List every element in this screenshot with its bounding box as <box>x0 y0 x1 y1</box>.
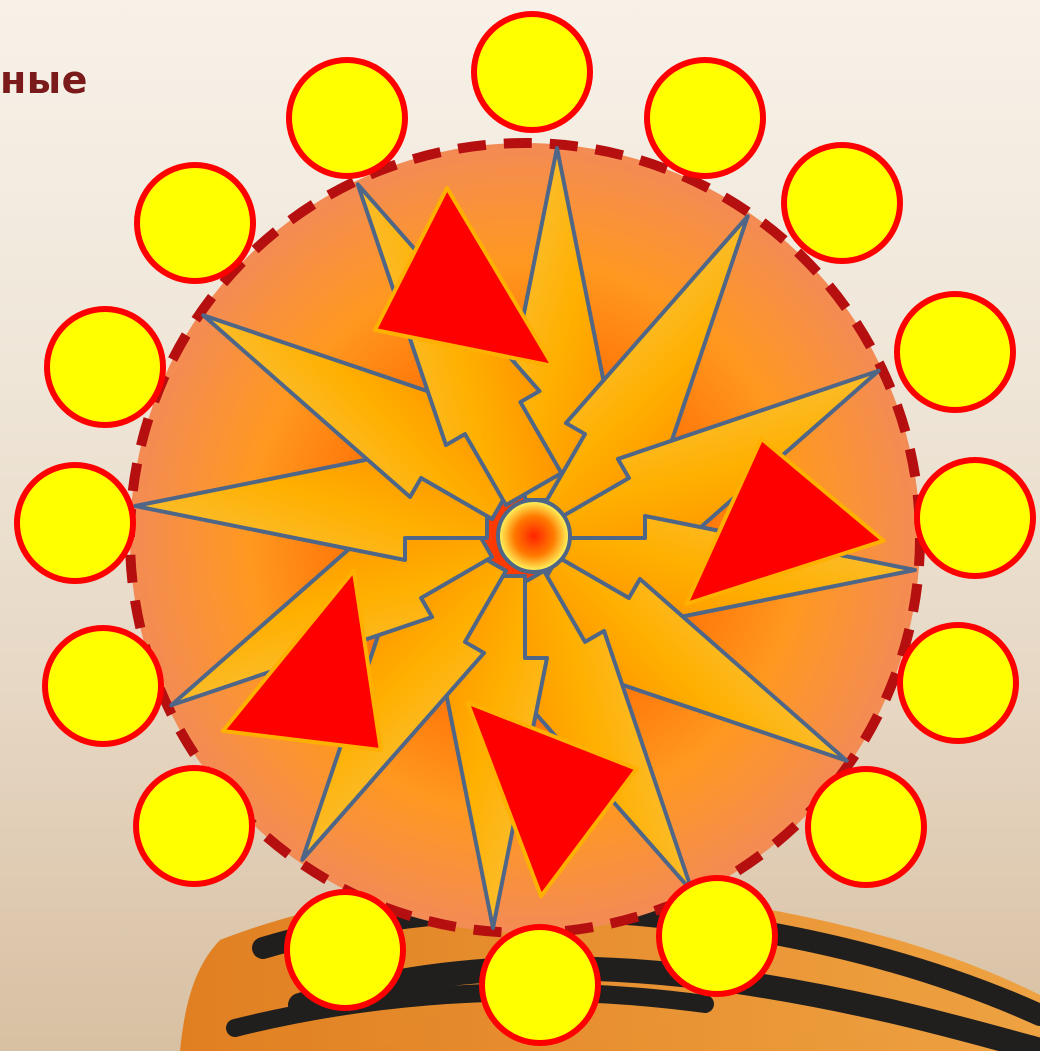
circle-icon <box>17 465 133 581</box>
circle-icon <box>808 769 924 885</box>
center-circle-icon <box>498 500 570 572</box>
circle-icon <box>917 460 1033 576</box>
circle-icon <box>784 145 900 261</box>
circle-icon <box>474 14 590 130</box>
circle-icon <box>897 294 1013 410</box>
circle-icon <box>137 165 253 281</box>
circle-icon <box>482 927 598 1043</box>
circle-icon <box>289 60 405 176</box>
circle-icon <box>659 878 775 994</box>
circle-icon <box>287 892 403 1008</box>
circle-icon <box>47 309 163 425</box>
circle-icon <box>647 60 763 176</box>
circle-icon <box>45 628 161 744</box>
circle-icon <box>136 768 252 884</box>
circle-icon <box>900 625 1016 741</box>
